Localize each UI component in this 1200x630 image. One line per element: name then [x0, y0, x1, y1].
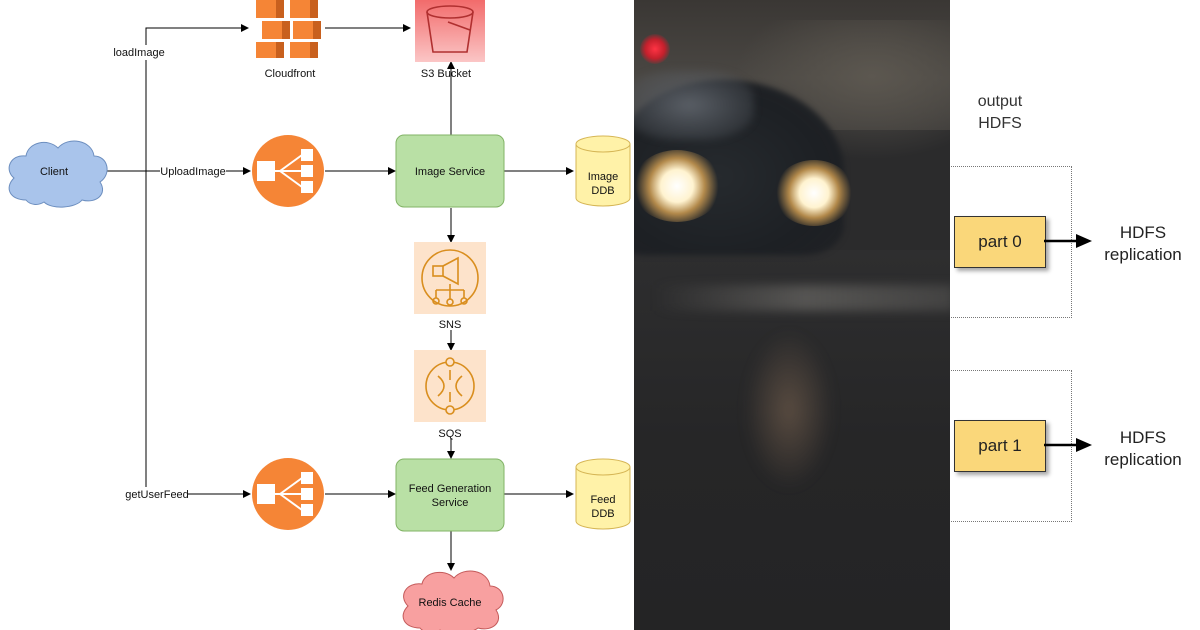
image-service-label: Image Service — [415, 166, 485, 178]
feed-ddb-label-line1: Feed — [590, 494, 615, 506]
photo-road-reflection — [744, 330, 834, 490]
redis-node: Redis Cache — [402, 570, 504, 630]
photo-headlight-right — [774, 160, 854, 226]
edge-branch-user-feed — [145, 171, 251, 498]
architecture-diagram: loadImage UploadImage getUserFeed Client… — [8, 0, 631, 630]
sns-label: SNS — [439, 319, 462, 331]
load-balancer-feed — [252, 458, 324, 530]
image-ddb-node: Image DDB — [575, 135, 631, 207]
replication-arrow-1 — [1044, 438, 1092, 452]
hdfs-replication-diagram: output HDFS part 0 HDFS replication part… — [950, 0, 1200, 630]
load-balancer-icon — [257, 149, 313, 193]
cloudfront-label: Cloudfront — [265, 68, 316, 80]
photo-car-roof — [634, 70, 754, 140]
feed-service-label-line2: Service — [432, 497, 469, 509]
photo-tail-light — [640, 34, 670, 64]
replication-label-1-line1: HDFS — [1119, 428, 1167, 447]
s3-node: S3 Bucket — [415, 0, 485, 80]
part-box-0: part 0 — [954, 216, 1046, 268]
feed-ddb-label-line2: DDB — [591, 508, 614, 520]
database-icon — [575, 467, 631, 530]
redis-cloud-icon — [402, 570, 504, 630]
replication-arrow-0 — [1044, 234, 1092, 248]
load-balancer-upload — [252, 135, 324, 207]
feed-service-node: Feed Generation Service — [395, 458, 505, 532]
feed-ddb-node: Feed DDB — [575, 458, 631, 530]
feed-service-label-line1: Feed Generation — [409, 483, 492, 495]
edge-label-get-user-feed: getUserFeed — [125, 489, 189, 501]
cloudfront-node: Cloudfront — [256, 0, 321, 80]
client-cloud-icon — [8, 140, 108, 208]
part-box-1: part 1 — [954, 420, 1046, 472]
sqs-node: SQS — [414, 350, 486, 440]
image-ddb-label-line2: DDB — [591, 185, 614, 197]
street-photo — [634, 0, 950, 630]
image-ddb-label-line1: Image — [588, 171, 619, 183]
bucket-icon — [426, 5, 474, 53]
replication-label-0-line2: replication — [1104, 245, 1182, 264]
hdfs-title-line1: output — [977, 93, 1023, 110]
redis-label: Redis Cache — [419, 597, 482, 609]
cloudfront-icon — [256, 0, 321, 58]
sqs-label: SQS — [438, 428, 461, 440]
image-service-node: Image Service — [395, 134, 505, 208]
sns-topic-icon — [421, 249, 479, 307]
client-label: Client — [40, 166, 68, 178]
photo-road — [634, 250, 950, 630]
replication-label-0-line1: HDFS — [1119, 223, 1167, 242]
photo-road-stripe — [654, 285, 950, 311]
photo-headlight-left — [634, 150, 722, 222]
client-node: Client — [8, 140, 108, 208]
replication-label-1-line2: replication — [1104, 450, 1182, 469]
hdfs-title-line2: HDFS — [978, 115, 1022, 132]
edge-branch-load-image — [145, 24, 249, 171]
s3-label: S3 Bucket — [421, 68, 471, 80]
database-icon — [575, 144, 631, 207]
edge-label-upload-image: UploadImage — [160, 166, 225, 178]
architecture-svg: loadImage UploadImage getUserFeed Client… — [8, 0, 631, 630]
sqs-queue-icon — [425, 357, 475, 415]
sns-node: SNS — [414, 242, 486, 331]
edge-label-load-image: loadImage — [113, 47, 164, 59]
load-balancer-icon — [257, 472, 313, 516]
